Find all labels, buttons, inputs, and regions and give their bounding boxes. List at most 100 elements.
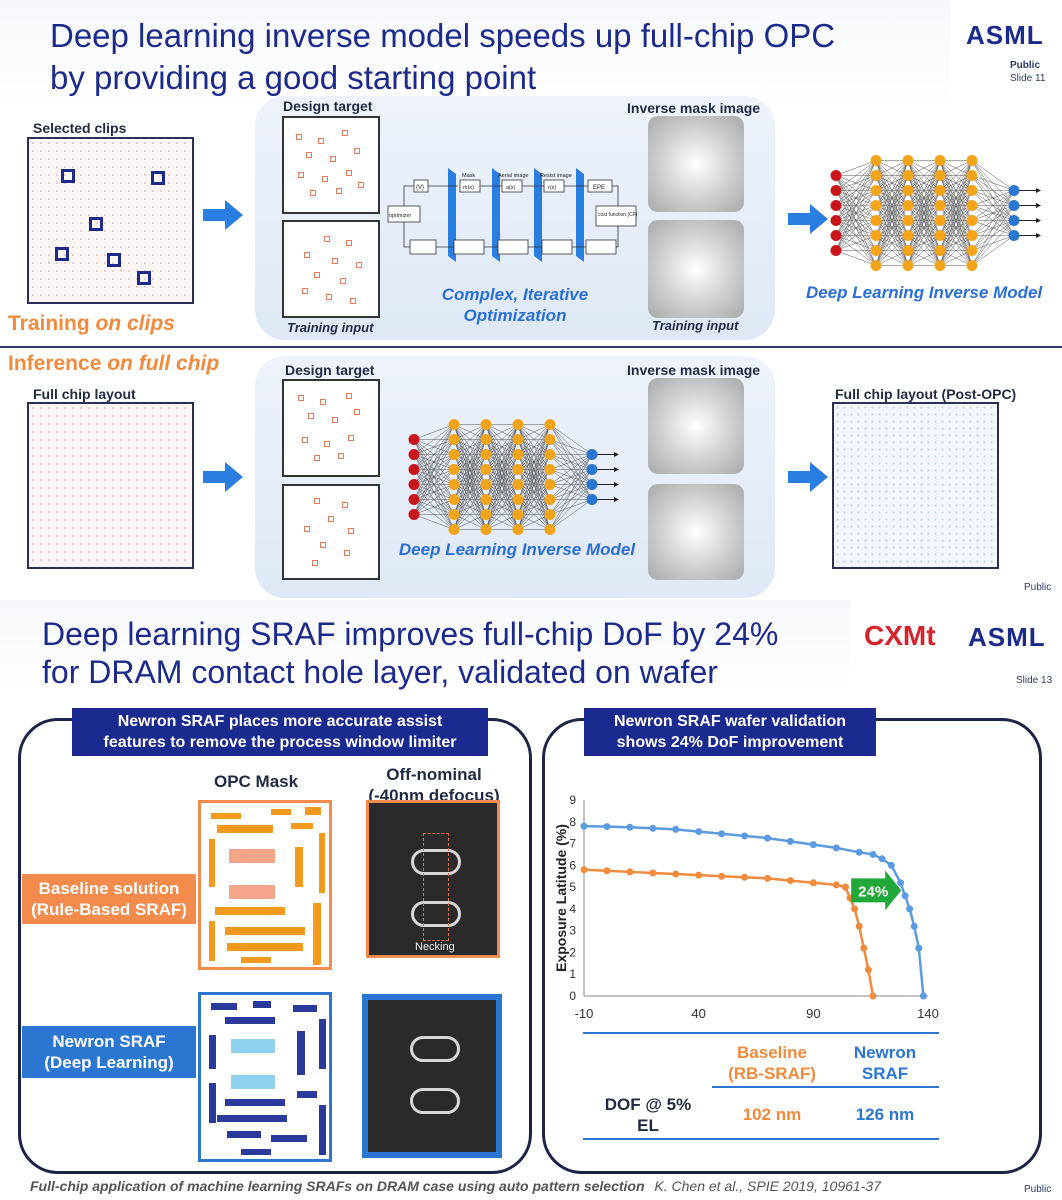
series-line-1 [583, 824, 925, 997]
flow-mask-text: Mask [462, 173, 475, 179]
nn-node [934, 230, 946, 241]
row-label-line1: DOF @ 5% [604, 1095, 692, 1114]
table-col-newron-line2: SRAF [861, 1064, 909, 1083]
flow-a-text: a(x) [506, 185, 516, 191]
nn-connection [549, 499, 593, 530]
nn-connection [835, 205, 877, 251]
baseline-sem-image: Necking [366, 800, 500, 958]
nn-node [448, 464, 460, 475]
nn-connection [549, 439, 593, 455]
nn-connection [517, 424, 551, 530]
series-point-1 [896, 879, 904, 887]
inference-design-target-image-1 [282, 379, 380, 477]
nn-node [512, 479, 524, 490]
inverse-mask-image-label: Inverse mask image [627, 100, 761, 116]
nn-connection [835, 160, 877, 176]
necking-label: Necking [415, 941, 455, 953]
slide1-header-band [0, 0, 950, 108]
nn-node [480, 509, 492, 520]
nn-node [934, 260, 946, 271]
nn-connection [875, 160, 909, 221]
series-point-1 [786, 837, 794, 845]
nn-node [966, 155, 978, 166]
nn-connection [413, 439, 455, 515]
nn-connection [835, 160, 877, 206]
flow-v-text: {V} [416, 185, 424, 191]
baseline-line1: Baseline solution [38, 879, 180, 898]
nn-connection [517, 424, 551, 470]
flow-r-text: r(x) [548, 185, 556, 191]
nn-connection [907, 160, 941, 176]
nn-node [544, 464, 556, 475]
inference-on-full-chip-label: Inference on full chip [8, 352, 219, 376]
series-point-1 [919, 992, 927, 1000]
series-point-1 [580, 822, 588, 830]
nn-connection [907, 160, 941, 266]
row-label-line2: EL [637, 1116, 659, 1135]
nn-node [586, 479, 598, 490]
nn-node [902, 185, 914, 196]
x-tick-label: 90 [806, 1006, 820, 1021]
nn-connection [835, 235, 877, 251]
nn-connection [517, 514, 551, 530]
series-point-1 [603, 823, 611, 831]
nn-node [902, 230, 914, 241]
table-col-newron-line1: Newron [853, 1043, 917, 1062]
training-input-label-right: Training input [652, 318, 739, 333]
series-point-1 [915, 944, 923, 952]
table-mid-rule [712, 1086, 939, 1088]
asml-logo: ASML [966, 20, 1044, 50]
nn-output-arrowhead [614, 452, 619, 457]
nn-connection [875, 160, 909, 266]
nn-node [448, 509, 460, 520]
nn-connection [453, 424, 487, 485]
nn-connection [971, 220, 1015, 266]
series-point-1 [910, 922, 918, 930]
nn-node [586, 449, 598, 460]
nn-connection [517, 484, 551, 530]
nn-node [934, 170, 946, 181]
nn-connection [413, 424, 455, 455]
nn-node [512, 524, 524, 535]
nn-node [1008, 185, 1020, 196]
nn-node [830, 170, 842, 181]
nn-node [448, 524, 460, 535]
nn-connection [485, 469, 519, 530]
nn-output-arrowhead [614, 482, 619, 487]
inference-mask-image-2 [648, 484, 744, 580]
y-tick-label: 7 [569, 837, 576, 851]
nn-connection [971, 235, 1015, 266]
newron-line2: (Deep Learning) [44, 1053, 174, 1072]
y-tick-label: 6 [569, 858, 576, 872]
nn-connection [549, 484, 593, 530]
newron-sem-image [362, 994, 502, 1158]
slide-1: Deep learning inverse model speeds up fu… [0, 0, 1062, 600]
nn-connection [875, 190, 909, 266]
inverse-mask-image-1 [648, 116, 744, 212]
training-input-target-image [282, 220, 380, 318]
nn-node [480, 464, 492, 475]
nn-connection [485, 499, 519, 530]
nn-connection [875, 220, 909, 266]
baseline-line2: (Rule-Based SRAF) [31, 900, 187, 919]
off-nominal-line1: Off-nominal [386, 765, 482, 784]
right-arrow-icon [788, 204, 828, 234]
series-point-1 [901, 892, 909, 900]
slide-2: Deep learning SRAF improves full-chip Do… [0, 600, 1062, 1200]
baseline-opc-mask [198, 800, 332, 970]
nn-node [870, 170, 882, 181]
table-top-rule [583, 1032, 939, 1034]
nn-connection [453, 469, 487, 530]
nn-connection [485, 424, 519, 440]
nn-connection [453, 424, 487, 455]
nn-node [966, 245, 978, 256]
series-point-0 [763, 874, 771, 882]
right-arrow-icon [203, 200, 243, 230]
series-point-1 [869, 850, 877, 858]
series-point-0 [786, 877, 794, 885]
nn-node [870, 200, 882, 211]
y-tick-label: 8 [569, 815, 576, 829]
series-point-0 [672, 870, 680, 878]
nn-connection [549, 424, 593, 455]
